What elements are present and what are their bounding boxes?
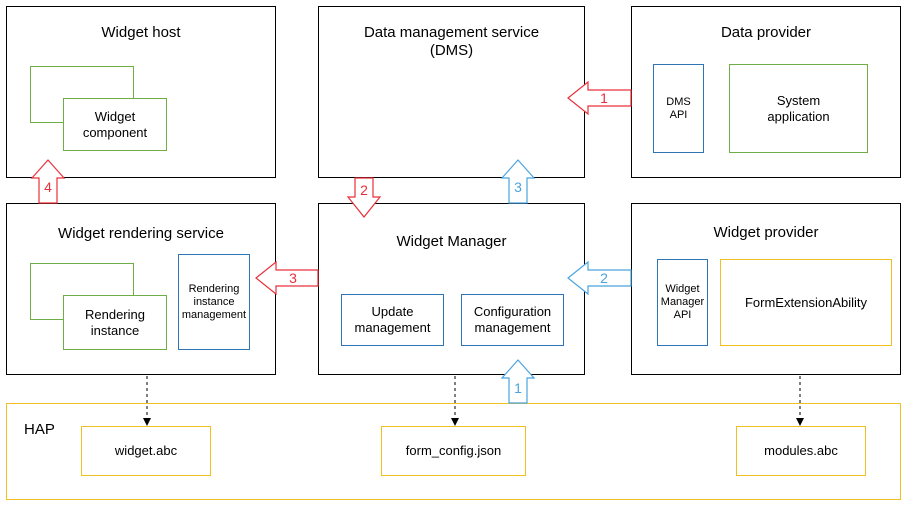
arrow-1-red — [567, 80, 632, 116]
data-provider-title: Data provider — [720, 24, 812, 41]
dms-box: Data management service (DMS) — [318, 6, 585, 178]
arrow-3-red-label: 3 — [289, 270, 297, 286]
widget-rendering-service-box: Widget rendering service Rendering insta… — [6, 203, 276, 375]
widget-host-box: Widget host Widget component — [6, 6, 276, 178]
hap-title: HAP — [24, 421, 55, 438]
widget-manager-title: Widget Manager — [396, 233, 507, 250]
arrow-4-red-label: 4 — [44, 179, 52, 195]
widget-abc: widget.abc — [81, 426, 211, 476]
dms-title: Data management service (DMS) — [363, 24, 540, 59]
widget-host-title: Widget host — [101, 24, 181, 41]
configuration-management: Configuration management — [461, 294, 564, 346]
arrow-2-blue — [567, 260, 632, 296]
arrow-4-red — [30, 159, 66, 204]
modules-abc: modules.abc — [736, 426, 866, 476]
dms-api: DMS API — [653, 64, 704, 153]
data-provider-box: Data provider DMS API System application — [631, 6, 901, 178]
arrow-3-red — [255, 260, 319, 296]
update-management: Update management — [341, 294, 444, 346]
widget-component: Widget component — [63, 98, 167, 151]
arrow-2-red-label: 2 — [360, 182, 368, 198]
widget-manager-box: Widget Manager Update management Configu… — [318, 203, 585, 375]
system-application: System application — [729, 64, 868, 153]
arrow-1-blue-label: 1 — [514, 380, 522, 396]
widget-rendering-service-title: Widget rendering service — [58, 225, 224, 242]
rendering-instance-management: Rendering instance management — [178, 254, 250, 350]
arrow-3-blue — [500, 159, 536, 204]
form-extension-ability: FormExtensionAbility — [720, 259, 892, 346]
rendering-instance: Rendering instance — [63, 295, 167, 350]
arrow-1-blue — [500, 359, 536, 404]
arrow-2-red — [346, 177, 382, 218]
arrow-3-blue-label: 3 — [514, 179, 522, 195]
arrow-2-blue-label: 2 — [600, 270, 608, 286]
widget-provider-title: Widget provider — [713, 224, 819, 241]
widget-provider-box: Widget provider Widget Manager API FormE… — [631, 203, 901, 375]
widget-manager-api: Widget Manager API — [657, 259, 708, 346]
form-config-json: form_config.json — [381, 426, 526, 476]
arrow-1-red-label: 1 — [600, 90, 608, 106]
